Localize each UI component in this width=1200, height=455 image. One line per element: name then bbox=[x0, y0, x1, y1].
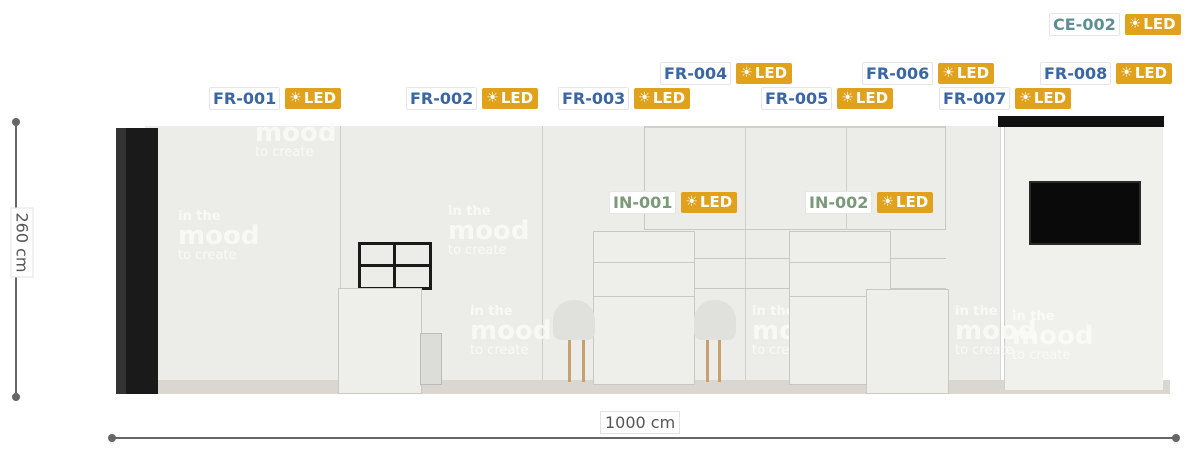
label-code: CE-002 bbox=[1049, 12, 1120, 36]
label-code: IN-001 bbox=[609, 190, 677, 214]
sun-icon: ☀ bbox=[1120, 64, 1133, 81]
watermark: in the mood to create bbox=[1012, 309, 1094, 363]
sun-icon: ☀ bbox=[881, 193, 894, 210]
label-fr-007: FR-007 ☀LED bbox=[939, 86, 1072, 110]
led-badge: ☀LED bbox=[877, 191, 934, 213]
sun-icon: ☀ bbox=[486, 89, 499, 106]
watermark: in the mood to create bbox=[448, 204, 530, 258]
led-badge: ☀LED bbox=[681, 191, 738, 213]
led-badge: ☀LED bbox=[1116, 62, 1173, 84]
panel-divider bbox=[340, 126, 341, 380]
counter-in-001 bbox=[593, 231, 695, 385]
counter-side bbox=[420, 333, 442, 385]
label-code: FR-003 bbox=[558, 86, 630, 110]
label-fr-003: FR-003 ☀LED bbox=[558, 86, 691, 110]
led-badge: ☀LED bbox=[1015, 87, 1072, 109]
label-code: FR-001 bbox=[209, 86, 281, 110]
width-dimension-line bbox=[111, 437, 1177, 439]
sun-icon: ☀ bbox=[1128, 15, 1142, 32]
sun-icon: ☀ bbox=[685, 193, 698, 210]
sun-icon: ☀ bbox=[841, 89, 854, 106]
label-fr-001: FR-001 ☀LED bbox=[209, 86, 342, 110]
dimension-end-dot bbox=[12, 118, 20, 126]
label-code: FR-007 bbox=[939, 86, 1011, 110]
info-counter bbox=[338, 288, 422, 394]
sun-icon: ☀ bbox=[1019, 89, 1032, 106]
chair bbox=[694, 300, 736, 340]
label-fr-008: FR-008 ☀LED bbox=[1040, 61, 1173, 85]
cabin-top bbox=[998, 116, 1164, 127]
led-badge: ☀LED bbox=[285, 87, 342, 109]
watermark: in the mood to create bbox=[178, 209, 260, 263]
label-fr-004: FR-004 ☀LED bbox=[660, 61, 793, 85]
upper-storage bbox=[644, 126, 946, 230]
height-dimension-label: 260 cm bbox=[10, 207, 34, 278]
counter-shelf bbox=[789, 262, 891, 263]
label-fr-002: FR-002 ☀LED bbox=[406, 86, 539, 110]
label-code: IN-002 bbox=[805, 190, 873, 214]
label-code: FR-008 bbox=[1040, 61, 1112, 85]
sun-icon: ☀ bbox=[740, 64, 753, 81]
panel-divider bbox=[846, 126, 847, 230]
sun-icon: ☀ bbox=[289, 89, 302, 106]
label-ce-002: CE-002 ☀LED bbox=[1049, 12, 1181, 36]
label-fr-006: FR-006 ☀LED bbox=[862, 61, 995, 85]
grid-frame-divider bbox=[358, 264, 432, 267]
label-code: FR-004 bbox=[660, 61, 732, 85]
led-badge: ☀LED bbox=[736, 62, 793, 84]
label-code: FR-002 bbox=[406, 86, 478, 110]
sun-icon: ☀ bbox=[942, 64, 955, 81]
chair-leg bbox=[718, 340, 721, 382]
dimension-end-dot bbox=[12, 393, 20, 401]
sun-icon: ☀ bbox=[638, 89, 651, 106]
tv-screen bbox=[1029, 181, 1141, 245]
raised-section bbox=[644, 126, 946, 128]
info-counter-right bbox=[866, 289, 949, 394]
watermark: mood to create bbox=[255, 118, 337, 160]
left-post-edge bbox=[116, 128, 126, 394]
watermark: in the mood to create bbox=[955, 304, 1037, 358]
chair bbox=[553, 300, 595, 340]
led-badge: ☀LED bbox=[482, 87, 539, 109]
chair-leg bbox=[582, 340, 585, 382]
watermark: in the mood to create bbox=[470, 304, 552, 358]
chair-leg bbox=[568, 340, 571, 382]
counter-shelf bbox=[789, 296, 891, 297]
label-fr-005: FR-005 ☀LED bbox=[761, 86, 894, 110]
led-badge: ☀LED bbox=[938, 62, 995, 84]
led-badge: ☀LED bbox=[837, 87, 894, 109]
label-code: FR-006 bbox=[862, 61, 934, 85]
panel-divider bbox=[745, 126, 746, 380]
label-in-001: IN-001 ☀LED bbox=[609, 190, 738, 214]
dimension-end-dot bbox=[108, 434, 116, 442]
counter-shelf bbox=[593, 296, 695, 297]
label-in-002: IN-002 ☀LED bbox=[805, 190, 934, 214]
cabin bbox=[1004, 118, 1163, 390]
panel-divider bbox=[542, 126, 543, 380]
dimension-end-dot bbox=[1172, 434, 1180, 442]
led-badge: ☀LED bbox=[634, 87, 691, 109]
led-badge: ☀LED bbox=[1124, 13, 1181, 35]
width-dimension-label: 1000 cm bbox=[600, 411, 681, 434]
counter-shelf bbox=[593, 262, 695, 263]
chair-leg bbox=[706, 340, 709, 382]
label-code: FR-005 bbox=[761, 86, 833, 110]
